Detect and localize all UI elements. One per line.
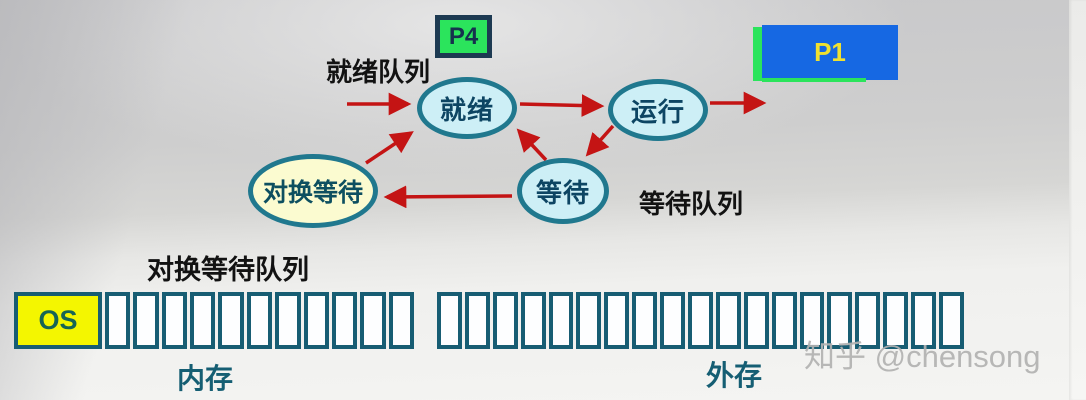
waiting-queue-label: 等待队列	[639, 189, 744, 219]
external-empty-cell	[632, 292, 658, 349]
external-empty-cell	[604, 292, 630, 349]
watermark-text: 知乎 @chensong	[804, 339, 1041, 374]
process-box-p1-underline	[762, 78, 866, 82]
external-storage-bar	[437, 292, 964, 349]
external-empty-cell	[771, 292, 797, 349]
external-empty-cell	[660, 292, 686, 349]
external-empty-cell	[743, 292, 769, 349]
external-empty-cell	[715, 292, 741, 349]
memory-empty-cell	[331, 292, 358, 349]
external-empty-cell	[883, 292, 909, 349]
external-empty-cell	[688, 292, 713, 349]
process-box-p4: P4	[435, 15, 492, 58]
memory-empty-cell	[161, 292, 188, 349]
external-empty-cell	[437, 292, 462, 349]
state-node-ready: 就绪	[417, 77, 517, 139]
external-empty-cell	[464, 292, 490, 349]
arrow-running-to-waiting	[585, 124, 615, 157]
swap-waiting-queue-label: 对换等待队列	[147, 255, 309, 285]
memory-empty-cell	[388, 292, 414, 349]
right-edge-strip	[1069, 0, 1086, 400]
state-node-running: 运行	[608, 79, 708, 141]
memory-empty-cell	[218, 292, 244, 349]
external-empty-cell	[799, 292, 825, 349]
memory-os-cell: OS	[14, 292, 102, 349]
arrow-waiting-to-ready	[516, 128, 548, 162]
memory-bar: OS	[14, 292, 414, 349]
process-box-p1: P1	[762, 25, 898, 80]
external-empty-cell	[520, 292, 546, 349]
arrow-waiting-to-swap	[383, 185, 513, 209]
memory-label: 内存	[177, 363, 234, 394]
memory-empty-cell	[133, 292, 159, 349]
memory-empty-cell	[105, 292, 131, 349]
memory-empty-cell	[303, 292, 329, 349]
arrow-swap-to-ready	[365, 131, 414, 165]
memory-empty-cell	[190, 292, 216, 349]
memory-empty-cell	[246, 292, 273, 349]
arrow-ready-to-running	[519, 94, 605, 117]
external-empty-cell	[576, 292, 602, 349]
external-empty-cell	[827, 292, 853, 349]
memory-empty-cell	[360, 292, 386, 349]
state-node-waiting: 等待	[517, 158, 609, 224]
external-empty-cell	[939, 292, 964, 349]
external-empty-cell	[911, 292, 937, 349]
external-empty-cell	[855, 292, 881, 349]
state-node-swap-waiting: 对换等待	[248, 154, 378, 228]
external-storage-label: 外存	[706, 360, 763, 391]
memory-empty-cell	[275, 292, 301, 349]
ready-queue-label: 就绪队列	[326, 57, 431, 87]
process-box-p1-green-strip	[753, 27, 762, 81]
external-empty-cell	[548, 292, 574, 349]
external-empty-cell	[492, 292, 518, 349]
